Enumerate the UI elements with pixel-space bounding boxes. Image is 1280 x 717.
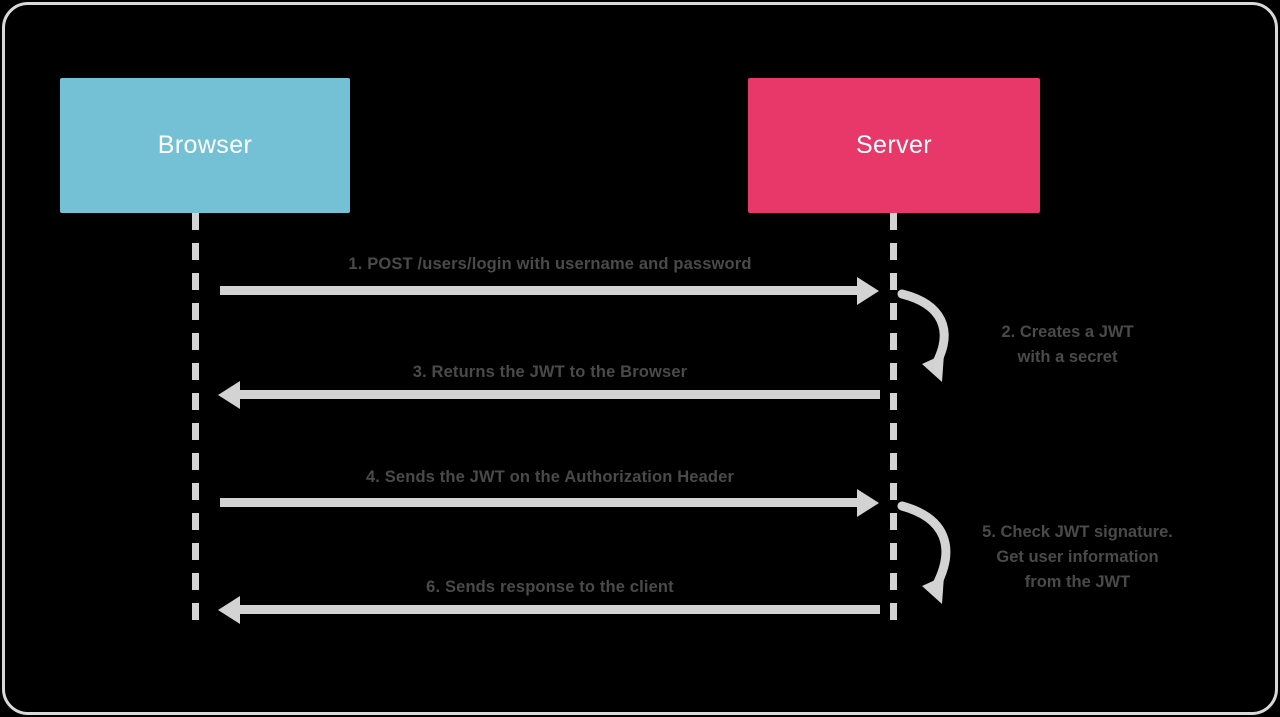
message-label-1: 1. POST /users/login with username and p… — [348, 255, 752, 273]
message-label-4: 4. Sends the JWT on the Authorization He… — [365, 468, 735, 486]
lifeline-browser — [192, 213, 199, 627]
note-label-5-line2: Get user information — [996, 548, 1159, 566]
self-call-arc-2 — [897, 289, 949, 382]
note-label-2-line1: 2. Creates a JWT — [1001, 323, 1134, 341]
arrow-head-4-right — [857, 488, 879, 517]
note-label-5: 5. Check JWT signature. Get user informa… — [955, 520, 1200, 595]
message-line-1 — [220, 286, 860, 295]
message-line-3 — [240, 390, 880, 399]
actor-box-server[interactable]: Server — [748, 78, 1040, 213]
note-label-2-line2: with a secret — [1017, 348, 1118, 366]
message-label-3: 3. Returns the JWT to the Browser — [412, 363, 688, 381]
actor-label-browser: Browser — [157, 131, 253, 159]
note-label-5-line3: from the JWT — [1024, 573, 1131, 591]
message-line-4 — [220, 498, 860, 507]
actor-box-browser[interactable]: Browser — [60, 78, 350, 213]
arrow-head-6-left — [218, 595, 240, 624]
self-call-arc-5 — [897, 501, 951, 604]
note-label-5-line1: 5. Check JWT signature. — [982, 523, 1173, 541]
arrow-head-3-left — [218, 380, 240, 409]
message-line-6 — [240, 605, 880, 614]
actor-label-server: Server — [855, 131, 933, 159]
lifeline-server — [890, 213, 897, 627]
arrow-head-1-right — [857, 276, 879, 305]
message-label-6: 6. Sends response to the client — [426, 578, 674, 596]
note-label-2: 2. Creates a JWT with a secret — [950, 320, 1185, 370]
